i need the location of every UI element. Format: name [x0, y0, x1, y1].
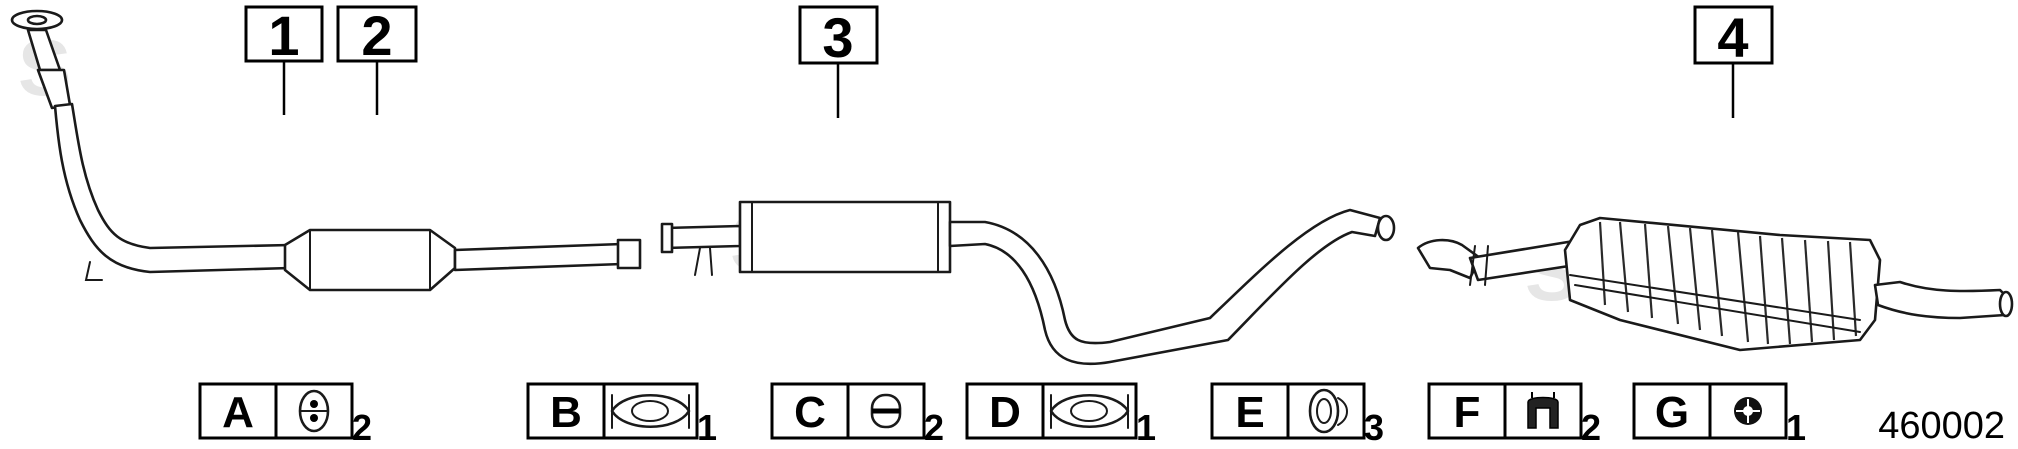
legend-item-d[interactable]: D 1 [965, 382, 1156, 448]
callout-4[interactable]: 4 [1693, 5, 1774, 118]
callout-3[interactable]: 3 [798, 5, 879, 118]
bracket-icon [1527, 392, 1559, 429]
legend-g-qty: 1 [1786, 407, 1806, 448]
legend-item-f[interactable]: F 2 [1427, 382, 1601, 448]
legend-a-letter-box [198, 382, 278, 440]
ring-hanger-icon [1308, 388, 1348, 434]
u-clamp-icon [610, 394, 691, 429]
legend-c-qty: 2 [924, 407, 944, 448]
legend-item-g[interactable]: G 1 [1632, 382, 1806, 448]
legend-b-letter: B [550, 388, 582, 437]
callout-2[interactable]: 2 [336, 4, 418, 115]
legend-d-letter: D [989, 388, 1021, 437]
legend-g-letter: G [1655, 388, 1689, 437]
rubber-mount-icon [870, 393, 902, 429]
center-inlet-pipe [663, 224, 742, 250]
legend-e-qty: 3 [1364, 407, 1384, 448]
legend-f-letter-box [1427, 382, 1507, 440]
rear-inlet-elbow [1416, 238, 1482, 280]
rear-inlet-bracket [1469, 245, 1489, 286]
outlet-pipe [453, 242, 624, 272]
legend-item-e[interactable]: E 3 [1210, 382, 1384, 448]
center-inlet-collar [660, 222, 674, 254]
center-inlet-bracket [694, 247, 713, 276]
legend-g-icon-box [1708, 382, 1788, 440]
tailpipe-outlet [1998, 290, 2014, 318]
callout-2-box [336, 5, 418, 63]
reference-number: 460002 [1878, 405, 2005, 447]
legend-item-b[interactable]: B 1 [526, 382, 717, 448]
gasket-icon [1734, 397, 1762, 425]
legend-e-letter: E [1235, 388, 1264, 437]
legend-d-qty: 1 [1136, 407, 1156, 448]
callout-4-label: 4 [1717, 6, 1748, 69]
rear-muffler-body [1563, 216, 1882, 352]
legend-b-qty: 1 [697, 407, 717, 448]
callout-3-box [798, 5, 879, 65]
legend-f-letter: F [1454, 388, 1481, 437]
legend-a-qty: 2 [352, 407, 372, 448]
outlet-pipe-end [616, 238, 642, 270]
rubber-hanger-icon [298, 389, 330, 433]
callout-3-label: 3 [822, 6, 853, 69]
rear-muffler-rib [1569, 274, 1861, 333]
rear-tailpipe [1873, 280, 2012, 320]
rear-muffler[interactable] [1416, 216, 2014, 352]
hanger-tab [84, 261, 103, 281]
legend-a-letter: A [222, 388, 254, 437]
legend-c-letter-box [770, 382, 850, 440]
u-clamp-icon [1049, 394, 1130, 429]
center-muffler [738, 200, 952, 274]
legend-f-qty: 2 [1581, 407, 1601, 448]
callout-1[interactable]: 1 [244, 4, 324, 115]
rear-muffler-hatching [1598, 221, 1858, 345]
callout-2-label: 2 [361, 4, 392, 67]
legend-f-icon-box [1503, 382, 1583, 440]
legend-g-letter-box [1632, 382, 1712, 440]
legend-c-icon-box [846, 382, 926, 440]
legend-item-a[interactable]: A 2 [198, 382, 372, 448]
legend-item-c[interactable]: C 2 [770, 382, 944, 448]
legend-b-letter-box [526, 382, 606, 440]
front-flange-hole [26, 14, 48, 26]
downpipe [53, 102, 292, 274]
front-pipe-catalytic-converter[interactable] [10, 9, 642, 292]
center-outlet-end [1376, 214, 1396, 242]
callout-1-box [244, 5, 324, 63]
legend-c-letter: C [794, 388, 826, 437]
legend-e-letter-box [1210, 382, 1290, 440]
callout-4-box [1693, 5, 1774, 65]
center-outlet-pipe [948, 208, 1382, 366]
center-muffler-pipe[interactable] [660, 200, 1396, 366]
callout-1-label: 1 [268, 4, 299, 67]
